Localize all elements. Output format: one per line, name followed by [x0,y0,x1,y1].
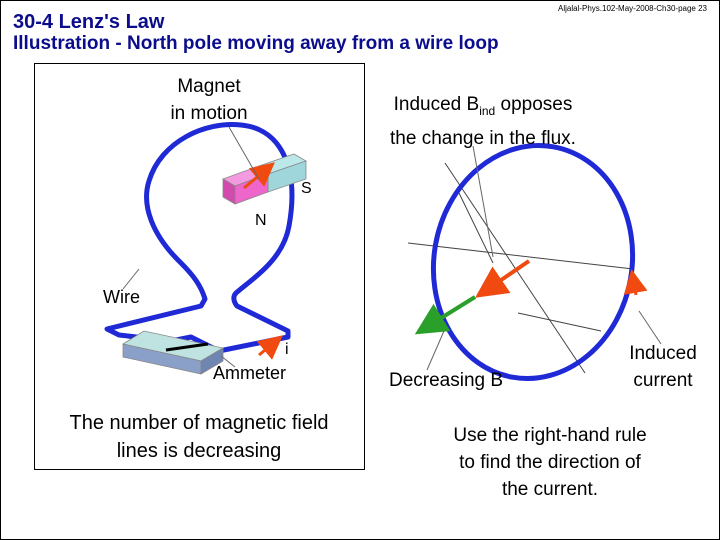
decreasing-b-label: Decreasing B [389,370,504,391]
induced-current-pointer [638,310,662,345]
left-caption-line1: The number of magnetic field [69,412,329,434]
slide-subtitle: Illustration - North pole moving away fr… [13,33,499,54]
current-arrow-left [256,335,283,360]
rule-line1: Use the right-hand rule [453,425,647,446]
magnet-n-end [222,178,236,205]
induced-b-suffix: opposes [495,94,573,115]
induced-b-text-line1: Induced Bind opposes [363,91,603,125]
current-arrow-right [623,269,648,296]
magnet-label-line1: Magnet [177,76,241,97]
right-hand-rule-text: Use the right-hand rule to find the dire… [419,422,681,503]
induced-current-line1: Induced [629,343,697,364]
pole-s-label: S [301,180,312,197]
field-lines [407,162,634,374]
wire-loop [104,122,295,354]
ammeter-side [200,347,224,375]
ammeter-needle [165,342,209,352]
induced-b-text: Induced Bind opposes the change in the f… [363,91,603,152]
induced-current-label: Induced current [616,340,710,394]
magnet-label: Magnet in motion [139,73,279,127]
left-caption-line2: lines is decreasing [116,440,282,462]
induced-b-text-line2: the change in the flux. [390,127,576,149]
wire-pointer [122,268,140,290]
decreasing-b-arrow [414,295,477,335]
decreasing-b-pointer [426,330,445,371]
left-caption: The number of magnetic field lines is de… [41,409,357,465]
magnet-label-line2: in motion [170,103,248,124]
left-diagram-frame [34,63,365,470]
induced-current-line2: current [633,370,693,391]
ammeter-pointer [220,355,236,368]
induced-b-prefix: Induced B [393,94,480,115]
magnet-motion-arrow [243,162,275,190]
induced-b-subscript: ind [479,103,496,118]
magnet-label-pointer [228,126,260,180]
rule-line2: to find the direction of [459,452,641,473]
induced-b-pointer [472,145,494,258]
slide-title: 30-4 Lenz's Law [13,11,165,33]
slide-note: Aljalal-Phys.102-May-2008-Ch30-page 23 [558,4,707,13]
wire-label: Wire [103,287,140,307]
ammeter [121,330,225,375]
rule-line3: the current. [501,479,599,500]
induced-b-arrow [475,259,531,298]
ammeter-label: Ammeter [213,363,287,383]
current-label: i [285,341,289,358]
pole-n-label: N [255,212,267,229]
